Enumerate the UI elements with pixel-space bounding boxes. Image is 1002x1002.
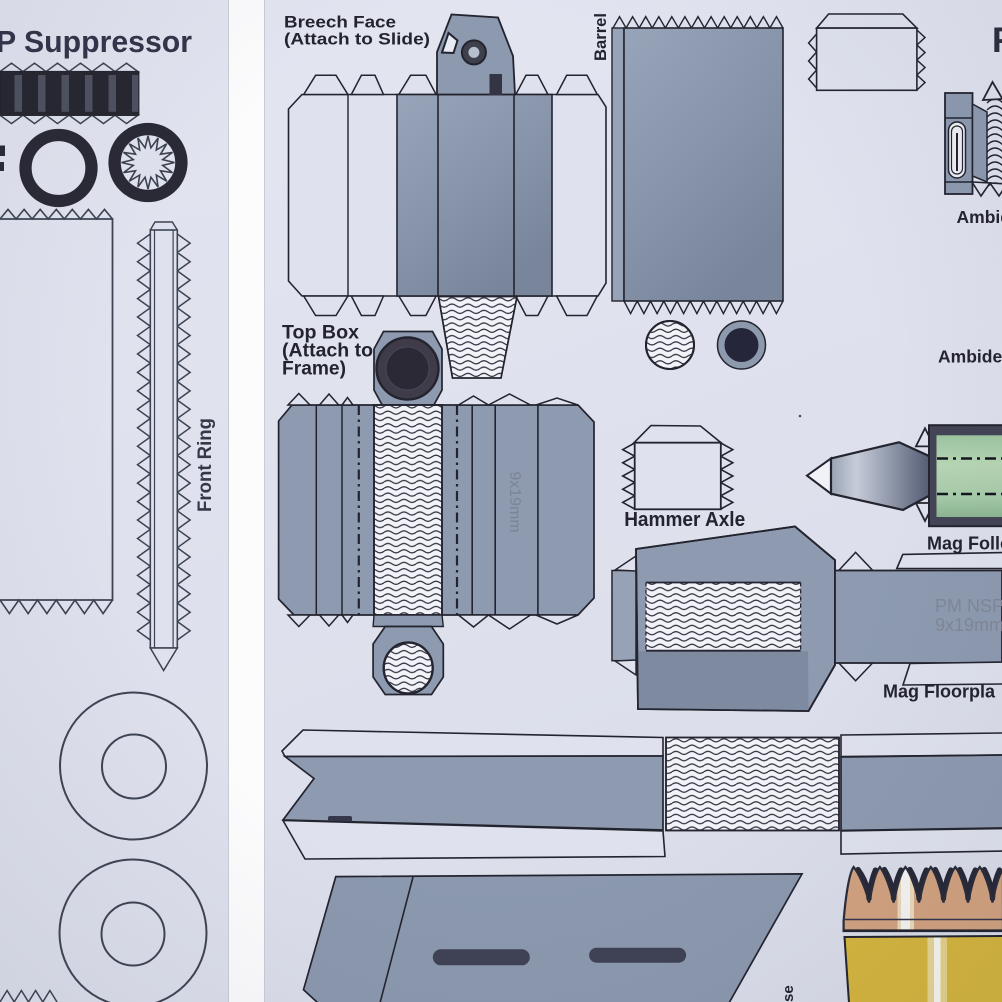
svg-text:Ambid: Ambid bbox=[957, 207, 1002, 227]
svg-text:Hammer Axle: Hammer Axle bbox=[624, 509, 745, 531]
svg-text:PM NSP: PM NSP bbox=[935, 596, 1002, 616]
svg-text:Mag Follo: Mag Follo bbox=[927, 534, 1002, 554]
svg-text:Ambidext: Ambidext bbox=[938, 347, 1002, 367]
svg-text:(Attach to Slide): (Attach to Slide) bbox=[284, 31, 430, 49]
svg-text:(Attach to: (Attach to bbox=[282, 341, 373, 362]
svg-text:9x19mm: 9x19mm bbox=[506, 471, 523, 532]
svg-text:se: se bbox=[780, 985, 797, 1002]
svg-text:9x19mm: 9x19mm bbox=[935, 615, 1002, 635]
svg-text:Breech Face: Breech Face bbox=[284, 14, 396, 32]
svg-text:Mag Floorpla: Mag Floorpla bbox=[883, 682, 996, 702]
svg-text:Barrel: Barrel bbox=[591, 13, 610, 61]
svg-text:P Suppressor: P Suppressor bbox=[0, 24, 192, 59]
svg-text:Top Box: Top Box bbox=[282, 323, 359, 344]
svg-text:Front Ring: Front Ring bbox=[194, 418, 216, 512]
svg-text:Fra: Fra bbox=[992, 21, 1002, 60]
svg-text:Frame): Frame) bbox=[282, 359, 346, 380]
